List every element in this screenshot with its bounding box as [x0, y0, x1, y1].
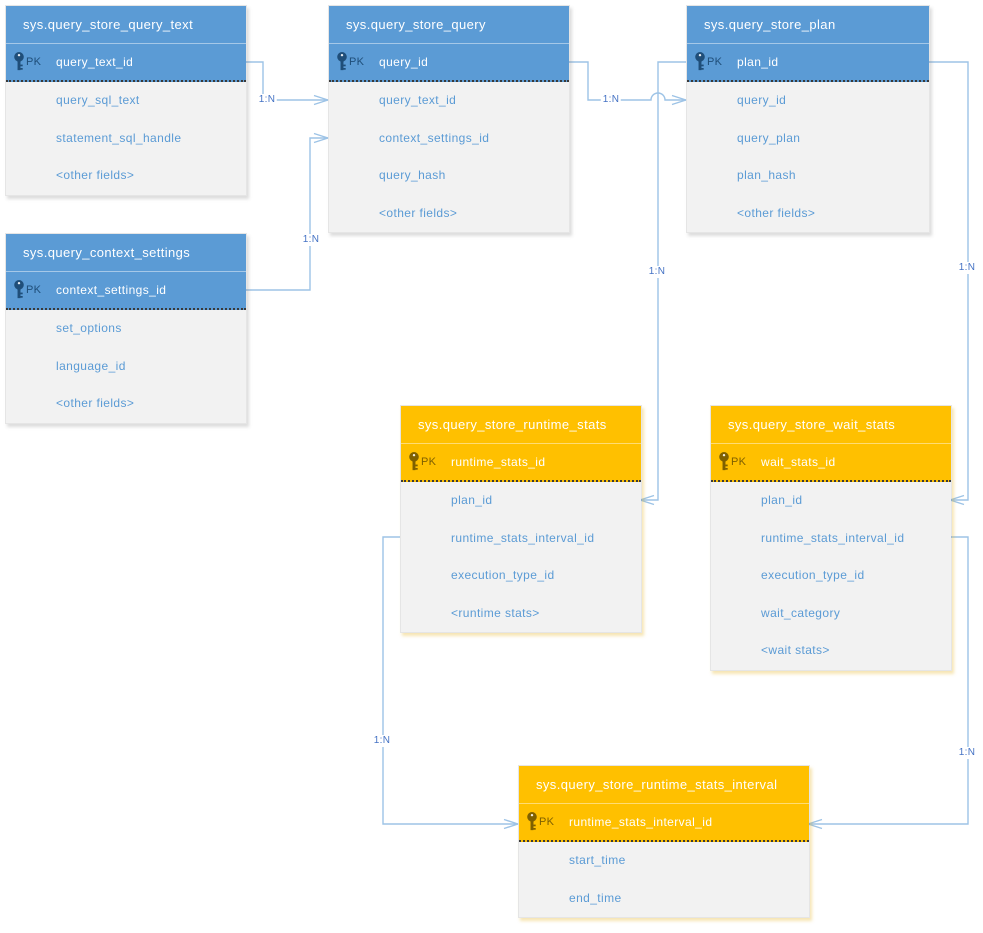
connector-context-settings-to-query — [245, 137, 328, 291]
entity-title: sys.query_store_runtime_stats_interval — [519, 766, 809, 804]
field-name: <runtime stats> — [451, 605, 540, 620]
primary-key-row: PK runtime_stats_id — [401, 444, 641, 482]
field-name: language_id — [56, 358, 126, 373]
entity-field-list: query_text_id context_settings_id query_… — [329, 82, 569, 232]
entity-query-context-settings[interactable]: sys.query_context_settings PK context_se… — [5, 233, 247, 424]
entity-field-list: plan_id runtime_stats_interval_id execut… — [401, 482, 641, 632]
field-name: runtime_stats_interval_id — [451, 530, 595, 545]
entity-query-store-runtime-stats-interval[interactable]: sys.query_store_runtime_stats_interval P… — [518, 765, 810, 918]
field-name: query_plan — [737, 130, 801, 145]
entity-title: sys.query_store_runtime_stats — [401, 406, 641, 444]
field-name: query_sql_text — [56, 93, 140, 107]
entity-field-list: query_id query_plan plan_hash <other fie… — [687, 82, 929, 232]
entity-title: sys.query_store_query — [329, 6, 569, 44]
pk-field-name: plan_id — [737, 55, 779, 69]
connector-query-to-plan — [568, 61, 686, 101]
pk-label: PK — [539, 816, 555, 828]
primary-key-row: PK runtime_stats_interval_id — [519, 804, 809, 842]
field-name: execution_type_id — [451, 568, 555, 582]
key-icon — [336, 51, 348, 73]
key-icon — [526, 811, 538, 833]
entity-query-store-plan[interactable]: sys.query_store_plan PK plan_id query_id… — [686, 5, 930, 233]
field-name: <other fields> — [737, 205, 816, 220]
arrowhead-icon — [807, 818, 823, 830]
field-name: statement_sql_handle — [56, 130, 182, 145]
pk-field-name: query_text_id — [56, 55, 134, 69]
entity-title: sys.query_store_plan — [687, 6, 929, 44]
entity-query-store-query-text[interactable]: sys.query_store_query_text PK query_text… — [5, 5, 247, 196]
entity-query-store-runtime-stats[interactable]: sys.query_store_runtime_stats PK runtime… — [400, 405, 642, 633]
entity-field-list: start_time end_time — [519, 842, 809, 917]
arrowhead-icon — [503, 818, 519, 830]
entity-field-list: set_options language_id <other fields> — [6, 310, 246, 423]
connector-runtime-stats-to-interval — [382, 536, 518, 825]
pk-field-name: runtime_stats_id — [451, 455, 546, 469]
field-name: start_time — [569, 853, 626, 867]
pk-label: PK — [26, 56, 42, 68]
cardinality-label: 1:N — [256, 94, 278, 106]
connector-plan-to-wait-stats — [928, 61, 969, 501]
pk-label: PK — [421, 456, 437, 468]
pk-label: PK — [731, 456, 747, 468]
primary-key-row: PK wait_stats_id — [711, 444, 951, 482]
cardinality-label: 1:N — [371, 735, 393, 747]
field-name: end_time — [569, 890, 622, 905]
field-name: execution_type_id — [761, 568, 865, 582]
field-name: plan_hash — [737, 168, 796, 182]
field-name: context_settings_id — [379, 130, 490, 145]
cardinality-label: 1:N — [600, 94, 622, 106]
entity-field-list: query_sql_text statement_sql_handle <oth… — [6, 82, 246, 195]
key-icon — [13, 279, 25, 301]
pk-label: PK — [349, 56, 365, 68]
pk-field-name: query_id — [379, 55, 429, 69]
primary-key-row: PK context_settings_id — [6, 272, 246, 310]
entity-title: sys.query_store_query_text — [6, 6, 246, 44]
field-name: query_id — [737, 93, 787, 107]
pk-field-name: wait_stats_id — [761, 455, 836, 469]
field-name: <other fields> — [56, 168, 135, 182]
field-name: plan_id — [451, 493, 493, 507]
arrowhead-icon — [313, 132, 329, 144]
arrowhead-icon — [671, 94, 687, 106]
field-name: query_text_id — [379, 93, 457, 107]
connector-plan-to-runtime-stats — [640, 61, 686, 501]
primary-key-row: PK query_id — [329, 44, 569, 82]
entity-title: sys.query_context_settings — [6, 234, 246, 272]
entity-field-list: plan_id runtime_stats_interval_id execut… — [711, 482, 951, 670]
field-name: runtime_stats_interval_id — [761, 530, 905, 545]
entity-query-store-wait-stats[interactable]: sys.query_store_wait_stats PK wait_stats… — [710, 405, 952, 671]
pk-field-name: context_settings_id — [56, 283, 167, 297]
field-name: set_options — [56, 321, 122, 335]
pk-label: PK — [707, 56, 723, 68]
field-name: <wait stats> — [761, 643, 830, 657]
field-name: <other fields> — [379, 205, 458, 220]
pk-field-name: runtime_stats_interval_id — [569, 815, 713, 829]
arrowhead-icon — [639, 494, 655, 506]
cardinality-label: 1:N — [646, 266, 668, 278]
arrowhead-icon — [949, 494, 965, 506]
cardinality-label: 1:N — [956, 747, 978, 759]
key-icon — [718, 451, 730, 473]
cardinality-label: 1:N — [956, 262, 978, 274]
key-icon — [694, 51, 706, 73]
field-name: query_hash — [379, 168, 446, 182]
primary-key-row: PK plan_id — [687, 44, 929, 82]
pk-label: PK — [26, 284, 42, 296]
key-icon — [408, 451, 420, 473]
arrowhead-icon — [313, 94, 329, 106]
connector-wait-stats-to-interval — [808, 536, 969, 825]
field-name: plan_id — [761, 493, 803, 507]
connector-query-text-to-query — [245, 61, 328, 101]
field-name: wait_category — [761, 605, 841, 620]
entity-title: sys.query_store_wait_stats — [711, 406, 951, 444]
field-name: <other fields> — [56, 396, 135, 410]
key-icon — [13, 51, 25, 73]
entity-query-store-query[interactable]: sys.query_store_query PK query_id query_… — [328, 5, 570, 233]
primary-key-row: PK query_text_id — [6, 44, 246, 82]
cardinality-label: 1:N — [300, 234, 322, 246]
